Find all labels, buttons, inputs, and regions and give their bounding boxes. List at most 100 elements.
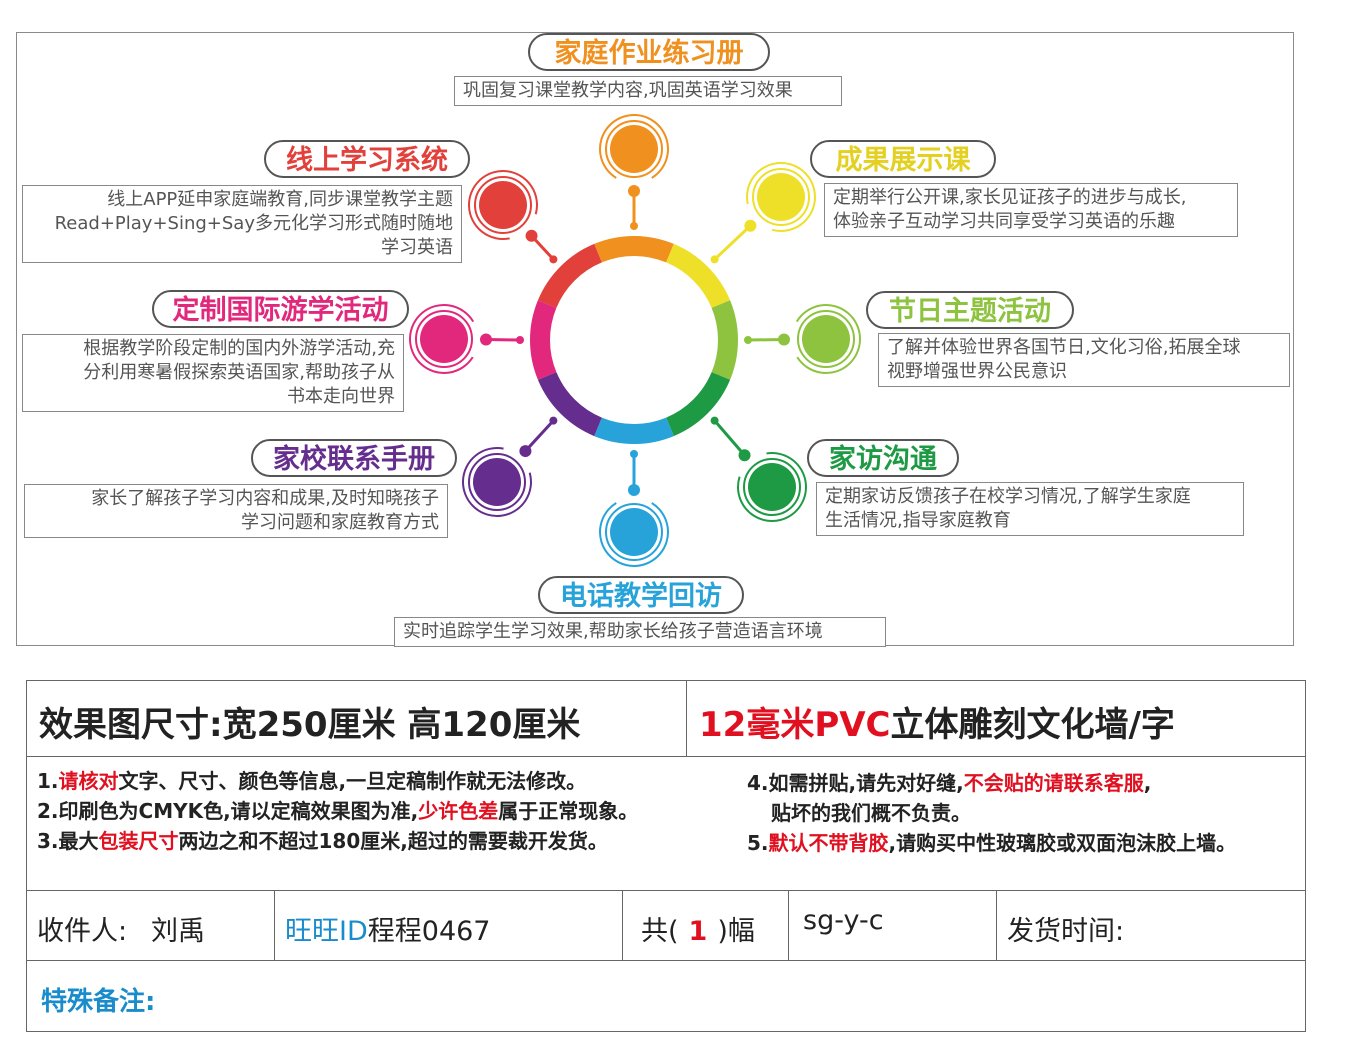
count-suffix: )幅 bbox=[717, 916, 755, 947]
order-code: sg-y-c bbox=[803, 905, 884, 936]
satellite-outer-ring bbox=[468, 170, 538, 240]
wangwang-cell: 旺旺ID程程0467 bbox=[275, 891, 623, 960]
notes-row: 1.请核对文字、尺寸、颜色等信息,一旦定稿制作就无法修改。 2.印刷色为CMYK… bbox=[27, 757, 1305, 891]
title-phone-followup: 电话教学回访 bbox=[538, 576, 744, 614]
size-cell: 效果图尺寸:宽250厘米 高120厘米 bbox=[27, 681, 687, 756]
desc-line: 分利用寒暑假探索英语国家,帮助孩子从 bbox=[83, 362, 395, 383]
note-highlight: 不会贴的请联系客服 bbox=[963, 771, 1144, 795]
note-text: 两边之和不超过180厘米,超过的需要裁开发货。 bbox=[178, 829, 608, 853]
connector-dot bbox=[519, 445, 532, 458]
desc-line: 实时追踪学生学习效果,帮助家长给孩子营造语言环境 bbox=[403, 621, 823, 642]
note-highlight: 少许色差 bbox=[418, 799, 499, 823]
title-study-tour: 定制国际游学活动 bbox=[152, 290, 409, 328]
desc-line: 线上APP延申家庭端教育,同步课堂教学主题 bbox=[107, 189, 453, 210]
note-highlight: 包装尺寸 bbox=[98, 829, 179, 853]
connector-dot bbox=[628, 185, 640, 197]
satellite-circle bbox=[610, 508, 658, 556]
desc-line: 书本走向世界 bbox=[287, 386, 395, 407]
desc-home-visit: 定期家访反馈孩子在校学习情况,了解学生家庭 生活情况,指导家庭教育 bbox=[816, 482, 1244, 536]
hub-diagram bbox=[409, 114, 861, 567]
wangwang-value: 程程0467 bbox=[367, 916, 491, 947]
satellite-circle bbox=[802, 315, 850, 363]
desc-line: 定期家访反馈孩子在校学习情况,了解学生家庭 bbox=[825, 486, 1191, 507]
connector-dot bbox=[525, 229, 538, 242]
connector-line bbox=[713, 224, 752, 261]
recipient-cell: 收件人: 刘禹 bbox=[27, 891, 275, 960]
note-highlight: 默认不带背胶 bbox=[768, 831, 889, 855]
satellite-outer-ring bbox=[599, 114, 669, 179]
connector-dot bbox=[778, 333, 791, 346]
note-1: 1.请核对文字、尺寸、颜色等信息,一旦定稿制作就无法修改。 bbox=[37, 765, 586, 794]
connector-line bbox=[524, 419, 555, 453]
desc-line: 巩固复习课堂教学内容,巩固英语学习效果 bbox=[463, 80, 793, 101]
note-highlight: 请核对 bbox=[58, 769, 119, 793]
recipient-label: 收件人: bbox=[37, 916, 128, 947]
desc-line: 体验亲子互动学习共同享受学习英语的乐趣 bbox=[833, 211, 1175, 232]
satellite-outer-ring bbox=[737, 452, 807, 522]
desc-study-tour: 根据教学阶段定制的国内外游学活动,充 分利用寒暑假探索英语国家,帮助孩子从 书本… bbox=[22, 334, 404, 412]
code-cell: sg-y-c bbox=[789, 891, 997, 960]
wangwang-label: 旺旺ID bbox=[285, 916, 368, 947]
special-notes-label: 特殊备注: bbox=[41, 987, 156, 1017]
spokes bbox=[409, 114, 861, 567]
desc-showcase: 定期举行公开课,家长见证孩子的进步与成长, 体验亲子互动学习共同享受学习英语的乐… bbox=[824, 183, 1238, 237]
product-label-black: 立体雕刻文化墙/字 bbox=[890, 705, 1175, 745]
desc-line: 了解并体验世界各国节日,文化习俗,拓展全球 bbox=[887, 337, 1241, 358]
satellite-circle bbox=[610, 125, 658, 173]
note-text: ,请购买中性玻璃胶或双面泡沫胶上墙。 bbox=[888, 831, 1237, 855]
note-3: 3.最大包装尺寸两边之和不超过180厘米,超过的需要裁开发货。 bbox=[37, 825, 608, 854]
note-text: 属于正常现象。 bbox=[498, 799, 639, 823]
note-text: 1. bbox=[37, 769, 59, 793]
order-form: 效果图尺寸:宽250厘米 高120厘米 12毫米PVC立体雕刻文化墙/字 1.请… bbox=[26, 680, 1306, 1032]
special-row: 特殊备注: bbox=[27, 961, 1305, 1033]
connector-dot bbox=[628, 484, 640, 496]
desc-line: Read+Play+Sing+Say多元化学习形式随时随地 bbox=[54, 213, 453, 234]
connector-dot bbox=[744, 219, 757, 232]
info-row: 收件人: 刘禹 旺旺ID程程0467 共(1)幅 sg-y-c 发货时间: bbox=[27, 891, 1305, 961]
desc-online-system: 线上APP延申家庭端教育,同步课堂教学主题 Read+Play+Sing+Say… bbox=[22, 185, 462, 263]
ring bbox=[529, 236, 739, 444]
ring-segment bbox=[537, 243, 602, 308]
note-text: 2.印刷色为CMYK色,请以定稿效果图为准, bbox=[37, 799, 419, 823]
satellite-circle bbox=[473, 458, 521, 506]
desc-festival: 了解并体验世界各国节日,文化习俗,拓展全球 视野增强世界公民意识 bbox=[878, 333, 1290, 387]
ship-time-label: 发货时间: bbox=[1007, 916, 1125, 947]
note-text: 3.最大 bbox=[37, 829, 99, 853]
desc-contact-book: 家长了解孩子学习内容和成果,及时知晓孩子 学习问题和家庭教育方式 bbox=[24, 484, 448, 538]
note-text: 5. bbox=[747, 831, 769, 855]
connector-dot bbox=[479, 333, 492, 346]
satellite-outer-ring bbox=[599, 502, 669, 567]
note-4-cont: 贴坏的我们概不负责。 bbox=[771, 801, 971, 825]
note-text: 文字、尺寸、颜色等信息,一旦定稿制作就无法修改。 bbox=[118, 769, 587, 793]
ring-segment bbox=[594, 236, 674, 263]
desc-line: 定期举行公开课,家长见证孩子的进步与成长, bbox=[833, 187, 1187, 208]
satellite-outer-ring bbox=[795, 304, 861, 374]
size-row: 效果图尺寸:宽250厘米 高120厘米 12毫米PVC立体雕刻文化墙/字 bbox=[27, 681, 1305, 757]
ring-segment bbox=[711, 300, 739, 380]
satellite-circle bbox=[757, 173, 805, 221]
title-showcase: 成果展示课 bbox=[810, 140, 996, 178]
desc-homework: 巩固复习课堂教学内容,巩固英语学习效果 bbox=[454, 76, 842, 106]
satellite-circle bbox=[748, 463, 796, 511]
title-contact-book: 家校联系手册 bbox=[251, 439, 457, 477]
title-festival: 节日主题活动 bbox=[866, 291, 1074, 329]
note-text: , bbox=[1143, 771, 1152, 795]
product-label-red: 12毫米PVC bbox=[699, 705, 891, 745]
ring-segment bbox=[666, 372, 731, 437]
satellite-outer-ring bbox=[409, 304, 475, 374]
desc-line: 生活情况,指导家庭教育 bbox=[825, 510, 1011, 531]
connector-line bbox=[713, 419, 746, 457]
ring-segment bbox=[537, 372, 602, 437]
size-label: 效果图尺寸:宽250厘米 高120厘米 bbox=[39, 705, 581, 745]
satellite-circle bbox=[479, 181, 527, 229]
desc-line: 视野增强世界公民意识 bbox=[887, 361, 1067, 382]
ring-segment bbox=[666, 243, 731, 308]
count-cell: 共(1)幅 bbox=[623, 891, 789, 960]
recipient-value: 刘禹 bbox=[151, 916, 205, 947]
desc-line: 学习英语 bbox=[381, 237, 453, 258]
satellite-outer-ring bbox=[746, 162, 816, 232]
title-home-visit: 家访沟通 bbox=[807, 439, 959, 477]
count-prefix: 共( bbox=[641, 916, 679, 947]
desc-line: 根据教学阶段定制的国内外游学活动,充 bbox=[83, 338, 395, 359]
note-text: 4.如需拼贴,请先对好缝, bbox=[747, 771, 964, 795]
